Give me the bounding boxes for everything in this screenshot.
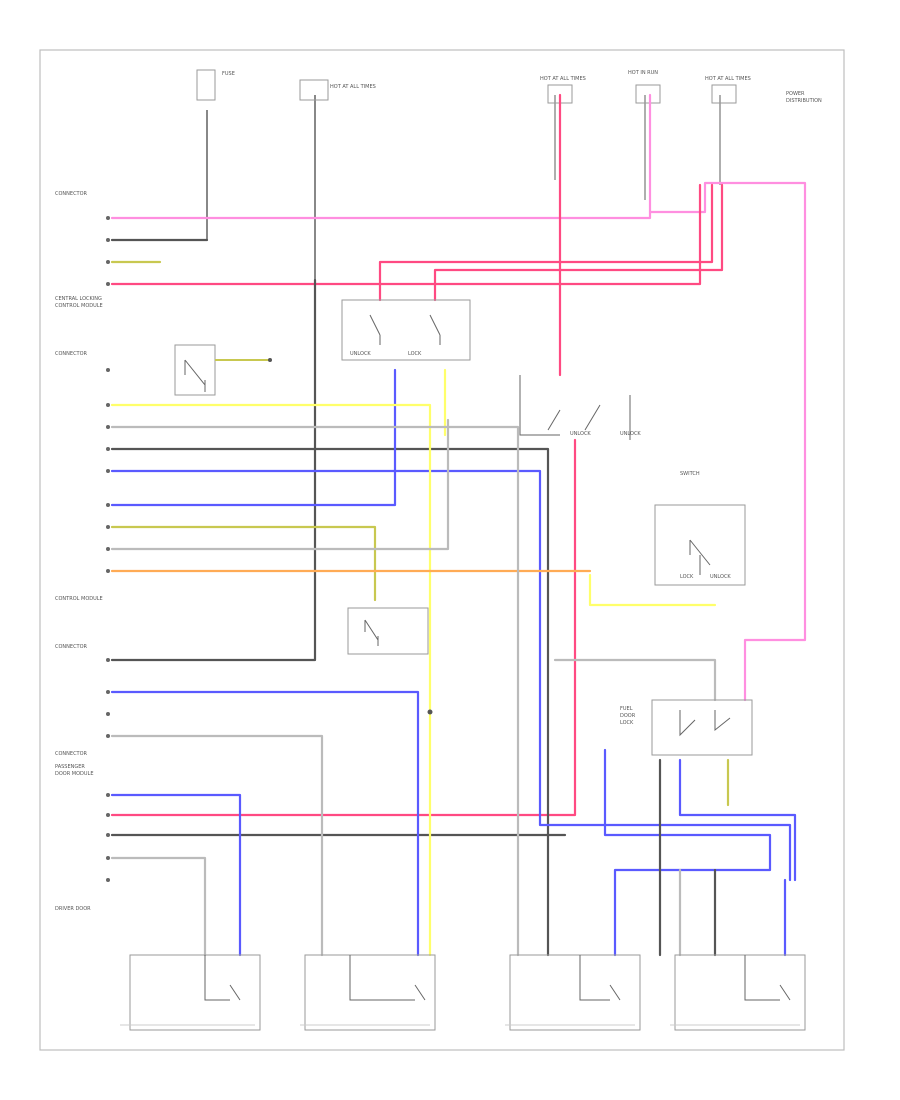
wire-blue-5 (678, 758, 797, 882)
lock-motor-rear-right (674, 954, 806, 1031)
svg-text:SWITCH: SWITCH (680, 471, 700, 477)
svg-text:UNLOCK: UNLOCK (710, 574, 731, 580)
svg-text:CONTROL MODULE: CONTROL MODULE (55, 596, 103, 602)
svg-text:CONNECTOR: CONNECTOR (55, 644, 88, 650)
svg-text:HOT AT ALL TIMES: HOT AT ALL TIMES (330, 84, 376, 90)
svg-text:UNLOCK: UNLOCK (350, 351, 371, 357)
wire-red-5 (110, 438, 577, 817)
svg-text:DISTRIBUTION: DISTRIBUTION (786, 98, 822, 104)
wire-blue-2 (110, 368, 397, 507)
svg-text:UNLOCK: UNLOCK (620, 431, 641, 437)
wire-gray-2 (110, 734, 324, 957)
wire-black-4 (110, 447, 550, 957)
wire-gray-5 (553, 658, 717, 702)
wire-red-2 (378, 183, 714, 302)
lock-motor-rear-left (509, 954, 641, 1031)
svg-text:LOCK: LOCK (680, 574, 694, 580)
wire-gray-4 (110, 418, 450, 551)
wire-red-1 (110, 183, 702, 286)
wire-gray-1 (110, 425, 520, 957)
left-connector-pins: CONNECTOR CENTRAL LOCKING CONTROL MODULE… (55, 191, 110, 912)
wire-gray-3 (110, 856, 207, 957)
key-switch (174, 344, 272, 396)
lock-motor-front-right (304, 954, 436, 1031)
wire-black-3 (110, 278, 317, 662)
svg-text:HOT IN RUN: HOT IN RUN (628, 70, 658, 76)
wire-blue-6 (603, 748, 772, 957)
wire-yellow-3 (588, 573, 717, 607)
svg-text:FUEL: FUEL (620, 706, 633, 712)
svg-text:CENTRAL LOCKING: CENTRAL LOCKING (55, 296, 102, 302)
svg-text:CONNECTOR: CONNECTOR (55, 351, 88, 357)
trunk-switch: LOCK UNLOCK SWITCH (654, 471, 746, 586)
wire-yellow-1 (110, 403, 432, 957)
wire-pink-top (110, 93, 652, 220)
top-power-feeds: FUSE HOT AT ALL TIMES HOT AT ALL TIMES H… (196, 69, 822, 280)
svg-text:DOOR MODULE: DOOR MODULE (55, 771, 94, 777)
svg-text:CONNECTOR: CONNECTOR (55, 191, 88, 197)
passenger-lock-switch (347, 607, 433, 715)
wire-olive-1 (110, 525, 377, 602)
svg-text:DOOR: DOOR (620, 713, 636, 719)
svg-text:LOCK: LOCK (620, 720, 634, 726)
svg-text:PASSENGER: PASSENGER (55, 764, 85, 770)
svg-text:CONNECTOR: CONNECTOR (55, 751, 88, 757)
svg-text:POWER: POWER (786, 91, 805, 97)
wire-red-3 (433, 183, 724, 302)
svg-text:FUSE: FUSE (222, 71, 235, 77)
svg-text:HOT AT ALL TIMES: HOT AT ALL TIMES (705, 76, 751, 82)
lock-motor-front-left (129, 954, 261, 1031)
wire-blue-3 (110, 690, 420, 957)
wire-runs (110, 93, 807, 957)
svg-text:UNLOCK: UNLOCK (570, 431, 591, 437)
diagram-frame (39, 49, 845, 1051)
wire-blue-4 (110, 793, 242, 957)
svg-text:DRIVER DOOR: DRIVER DOOR (55, 906, 91, 912)
svg-text:LOCK: LOCK (408, 351, 422, 357)
svg-text:HOT AT ALL TIMES: HOT AT ALL TIMES (540, 76, 586, 82)
driver-door-switch: UNLOCK UNLOCK (519, 375, 641, 440)
svg-text:CONTROL MODULE: CONTROL MODULE (55, 303, 103, 309)
central-relay: FUEL DOOR LOCK (620, 699, 753, 756)
wire-pink-top2 (648, 181, 807, 702)
driver-lock-switch: UNLOCK LOCK (341, 299, 471, 361)
wire-blue-1 (110, 469, 792, 882)
